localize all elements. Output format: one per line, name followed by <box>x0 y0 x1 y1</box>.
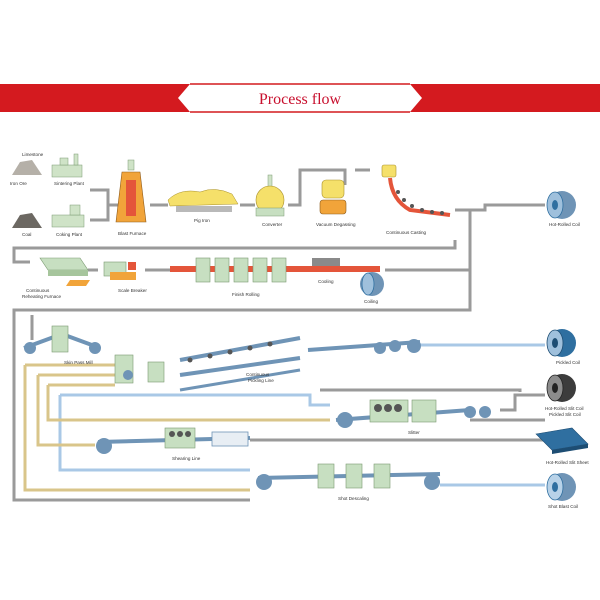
label-shearing: Shearing Line <box>172 456 201 461</box>
flow-tan-4 <box>36 375 95 447</box>
product-hot-rolled-coil: Hot-Rolled Coil <box>549 222 580 227</box>
hot-rolled-coil-icon <box>546 191 576 219</box>
label-coking: Coking Plant <box>56 232 83 237</box>
label-coal: Coal <box>22 232 31 237</box>
label-cooling: Cooling <box>318 279 334 284</box>
flow-trunk-left <box>12 210 472 502</box>
product-slit-coil-2: Pickled Slit Coil <box>549 412 581 417</box>
pickling-line-icon <box>114 336 301 392</box>
flow-lines-gray <box>12 168 545 502</box>
banner-right <box>410 84 600 112</box>
scale-breaker-icon <box>103 261 136 280</box>
label-pickling-2: Pickling Line <box>248 378 274 383</box>
label-casting: Continuous Casting <box>386 230 427 235</box>
flow-blue-mid <box>60 393 330 407</box>
shearing-line-icon <box>96 427 251 454</box>
blast-furnace-icon <box>115 159 147 223</box>
label-pig-iron: Pig Iron <box>194 218 210 223</box>
pickled-coil-icon <box>546 329 576 357</box>
label-scale-breaker: Scale Breaker <box>118 288 147 293</box>
slit-sheet-icon <box>535 427 589 454</box>
label-skin-pass: Skin Pass Mill <box>64 360 93 365</box>
slit-coil-icon <box>546 374 576 402</box>
flow-to-slitter <box>320 388 522 392</box>
flow-to-hot-rolled-coil <box>455 203 545 212</box>
header-banner: Process flow <box>0 83 600 113</box>
converter-icon <box>255 174 285 217</box>
product-slit-coil-1: Hot-Rolled Slit Coil <box>545 406 584 411</box>
label-slitter: Slitter <box>408 430 420 435</box>
label-blast-furnace: Blast Furnace <box>118 231 147 236</box>
product-shot-blast-coil: Shot Blast Coil <box>548 504 578 509</box>
finish-rolling-icon <box>170 257 380 283</box>
label-pickling-1: Continuous <box>246 372 270 377</box>
sintering-plant-icon <box>51 153 83 178</box>
flow-tan-6 <box>46 385 330 422</box>
coal-pile-icon <box>12 213 42 228</box>
flow-raw-materials <box>90 188 110 222</box>
flow-lines-tan <box>23 363 330 492</box>
label-shot-descaling: Shot Descaling <box>338 496 369 501</box>
vacuum-degassing-icon <box>319 179 347 215</box>
raw-materials: Limestone Iron Ore Sintering Plant Coal … <box>10 152 85 237</box>
label-reheating-2: Reheating Furnace <box>22 294 62 299</box>
label-finish-rolling: Finish Rolling <box>232 292 260 297</box>
skin-pass-mill-icon <box>23 325 101 354</box>
flow-to-vacuum <box>288 168 347 207</box>
product-pickled-coil: Pickled Coil <box>556 360 580 365</box>
coking-plant-icon <box>51 204 85 228</box>
label-vacuum: Vacuum Degassing <box>316 222 356 227</box>
flow-tan-2 <box>23 365 250 492</box>
flow-to-slit-coil <box>500 393 545 412</box>
label-sintering: Sintering Plant <box>54 181 85 186</box>
banner-left <box>0 84 190 112</box>
shot-blast-coil-icon <box>546 473 576 501</box>
coiler-icon <box>360 272 384 296</box>
label-iron-ore: Iron Ore <box>10 181 27 186</box>
label-reheating-1: Continuous <box>26 288 50 293</box>
page-title: Process flow <box>259 91 342 108</box>
iron-ore-pile-icon <box>12 160 42 175</box>
label-limestone: Limestone <box>22 152 44 157</box>
pickling-coil-section <box>307 339 421 354</box>
label-converter: Converter <box>262 222 283 227</box>
pig-iron-icon <box>167 189 239 212</box>
reheating-furnace-icon <box>39 257 90 286</box>
label-coiling: Coiling <box>364 299 378 304</box>
product-slit-sheet: Hot-Rolled Slit Sheet <box>546 460 589 465</box>
flow-to-reheating <box>12 240 457 264</box>
slitter-icon <box>335 399 491 428</box>
continuous-casting-icon <box>381 164 451 217</box>
shot-descaling-icon <box>256 463 441 490</box>
